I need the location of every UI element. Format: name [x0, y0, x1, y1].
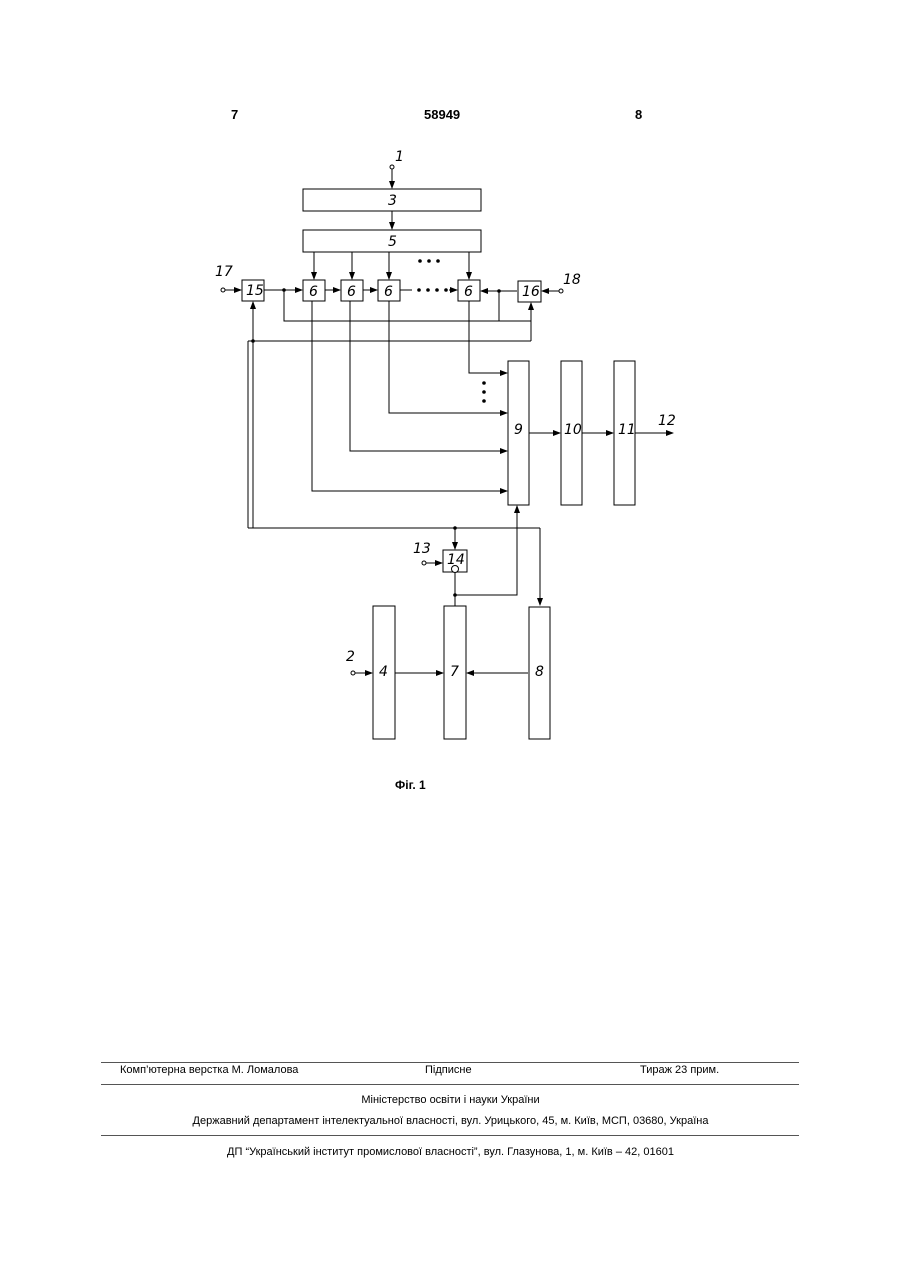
input-2-label: 2	[346, 649, 355, 665]
block-7-label: 7	[450, 664, 459, 680]
block-9: 9	[508, 361, 529, 505]
svg-text:6: 6	[464, 284, 473, 300]
block-5-label: 5	[388, 234, 397, 250]
block-6-n: 6	[458, 280, 480, 301]
block-14: 14	[443, 550, 467, 573]
block-7: 7	[444, 606, 466, 739]
footer-ministry: Міністерство освіти і науки України	[0, 1094, 901, 1106]
block-8-label: 8	[535, 664, 544, 680]
footer-layout-credit: Комп’ютерна верстка М. Ломалова	[120, 1064, 298, 1076]
block-11: 11	[614, 361, 636, 505]
block-8: 8	[529, 607, 550, 739]
ellipsis-top	[418, 259, 440, 263]
block-4: 4	[373, 606, 395, 739]
footer-institute: ДП “Український інститут промислової вла…	[0, 1146, 901, 1158]
input-18-label: 18	[563, 272, 581, 288]
block-9-label: 9	[514, 422, 523, 438]
input-1-label: 1	[395, 149, 404, 165]
figure-caption: Фіг. 1	[395, 778, 426, 792]
input-13-label: 13	[413, 541, 431, 557]
svg-text:6: 6	[309, 284, 318, 300]
output-12-label: 12	[658, 413, 676, 429]
ellipsis-chain	[417, 288, 448, 292]
block-16-label: 16	[522, 284, 540, 300]
divider	[101, 1135, 799, 1136]
block-5: 5	[303, 230, 481, 252]
block-10-label: 10	[564, 422, 582, 438]
block-11-label: 11	[618, 422, 636, 438]
ellipsis-vertical	[482, 381, 486, 403]
block-3-label: 3	[388, 193, 397, 209]
divider	[101, 1084, 799, 1085]
block-4-label: 4	[379, 664, 388, 680]
block-6-a: 6	[303, 280, 325, 301]
footer-print-run: Тираж 23 прим.	[640, 1064, 719, 1076]
block-diagram: 1 3 5 17 15 6 6 6	[0, 0, 901, 800]
footer-signed: Підписне	[425, 1064, 472, 1076]
footer-department: Державний департамент інтелектуальної вл…	[0, 1115, 901, 1127]
input-17-label: 17	[215, 264, 233, 280]
block-15: 15	[242, 280, 264, 301]
block-6-b: 6	[341, 280, 363, 301]
svg-text:6: 6	[384, 284, 393, 300]
input-1-terminal	[390, 165, 394, 169]
block-6-c: 6	[378, 280, 400, 301]
block-16: 16	[518, 281, 541, 302]
divider	[101, 1062, 799, 1063]
block-10: 10	[561, 361, 582, 505]
block-15-label: 15	[246, 283, 264, 299]
svg-text:6: 6	[347, 284, 356, 300]
block-3: 3	[303, 189, 481, 211]
